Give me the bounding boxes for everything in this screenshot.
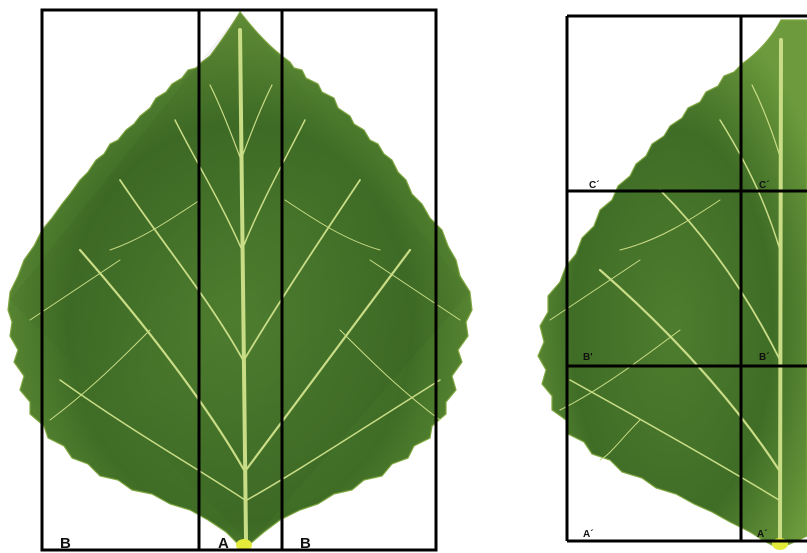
right-label-b-left: B' (583, 352, 593, 363)
right-label-c-left: C´ (589, 180, 600, 191)
left-label-a-center: A (218, 535, 229, 552)
left-leaf (8, 12, 472, 551)
right-leaf (538, 20, 807, 550)
right-label-c-center: C´ (759, 180, 770, 191)
right-label-b-center: B´ (759, 352, 770, 363)
right-leaf-blade (538, 20, 807, 548)
left-label-b-left: B (60, 535, 71, 552)
right-label-a-left: A´ (583, 529, 594, 540)
left-label-b-right: B (300, 535, 311, 552)
right-label-a-center: A´ (757, 529, 768, 540)
